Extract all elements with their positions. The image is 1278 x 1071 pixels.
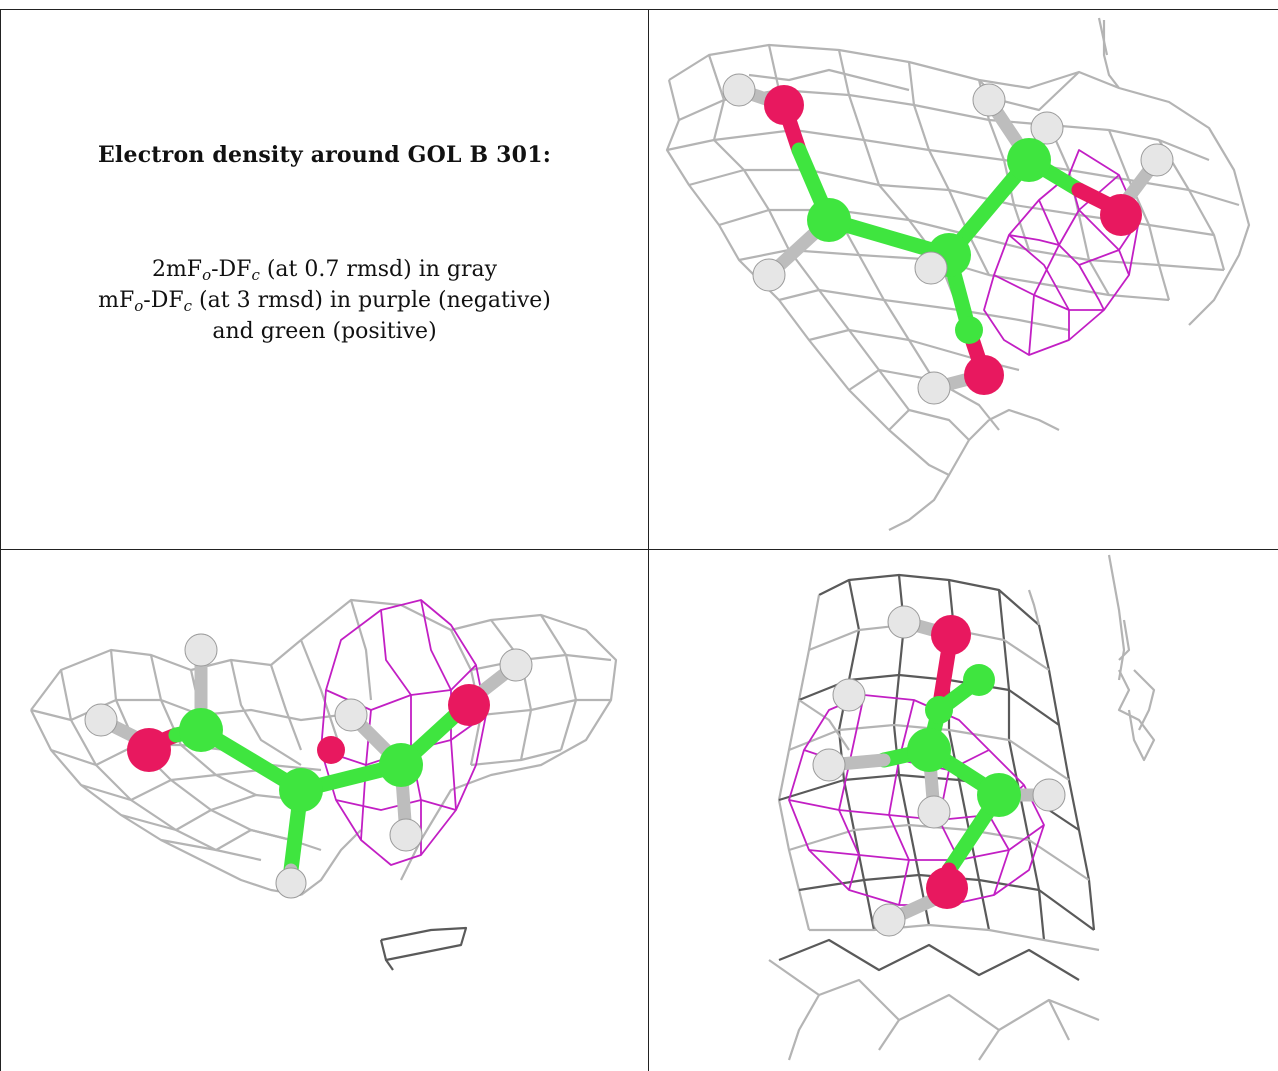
carbon-atom [955,316,983,344]
oxygen-atom [448,684,490,726]
carbon-atom [963,664,995,696]
density-view-3 [649,550,1278,1071]
oxygen-atom [964,355,1004,395]
carbon-atom [907,728,951,772]
density-view-1 [649,10,1278,549]
hydrogen-atom [972,83,1006,117]
legend-line-colors: and green (positive) [212,319,437,344]
hydrogen-atom [832,678,866,712]
hydrogen-atom [752,258,786,292]
oxygen-atom [931,615,971,655]
table-border-middle [0,549,1278,550]
hydrogen-atom [275,867,307,899]
caption-cell: Electron density around GOL B 301: 2mFo-… [1,10,648,549]
table-border-top [0,9,1278,10]
oxygen-atom [127,728,171,772]
caption-legend: 2mFo-DFc (at 0.7 rmsd) in gray mFo-DFc (… [98,254,551,347]
hydrogen-atom [1032,778,1066,812]
carbon-atom [179,708,223,752]
glycerol-molecule [812,605,1066,937]
hydrogen-atom [84,703,118,737]
purple-mesh-negative [320,599,487,866]
hydrogen-atom [887,605,921,639]
hydrogen-atom [1030,111,1064,145]
carbon-atom [807,198,851,242]
density-view-2 [1,550,648,1071]
hydrogen-atom [872,903,906,937]
legend-line-fofc: mFo-DFc (at 3 rmsd) in purple (negative) [98,288,551,315]
hydrogen-atom [184,633,218,667]
density-view-3-image [768,554,1156,1061]
hydrogen-atom [499,648,533,682]
oxygen-atom [926,867,968,909]
hydrogen-atom [1140,143,1174,177]
carbon-atom [1007,138,1051,182]
hydrogen-atom [389,818,423,852]
oxygen-atom [1100,194,1142,236]
carbon-atom [977,773,1021,817]
oxygen-atom [764,85,804,125]
carbon-atom [925,696,953,724]
density-view-1-image [665,17,1251,531]
table-border-center [648,9,649,1071]
oxygen-atom [317,736,345,764]
hydrogen-atom [914,251,948,285]
density-view-2-image [30,598,618,971]
glycerol-molecule [722,73,1174,405]
hydrogen-atom [917,371,951,405]
legend-line-2fofc: 2mFo-DFc (at 0.7 rmsd) in gray [151,257,498,284]
hydrogen-atom [917,795,951,829]
carbon-atom [279,768,323,812]
caption-title: Electron density around GOL B 301: [97,142,552,168]
hydrogen-atom [812,748,846,782]
gray-mesh-2fofc [30,598,618,971]
glycerol-molecule [84,633,533,899]
carbon-atom [379,743,423,787]
hydrogen-atom [334,698,368,732]
table-border-left [0,9,1,1071]
hydrogen-atom [722,73,756,107]
